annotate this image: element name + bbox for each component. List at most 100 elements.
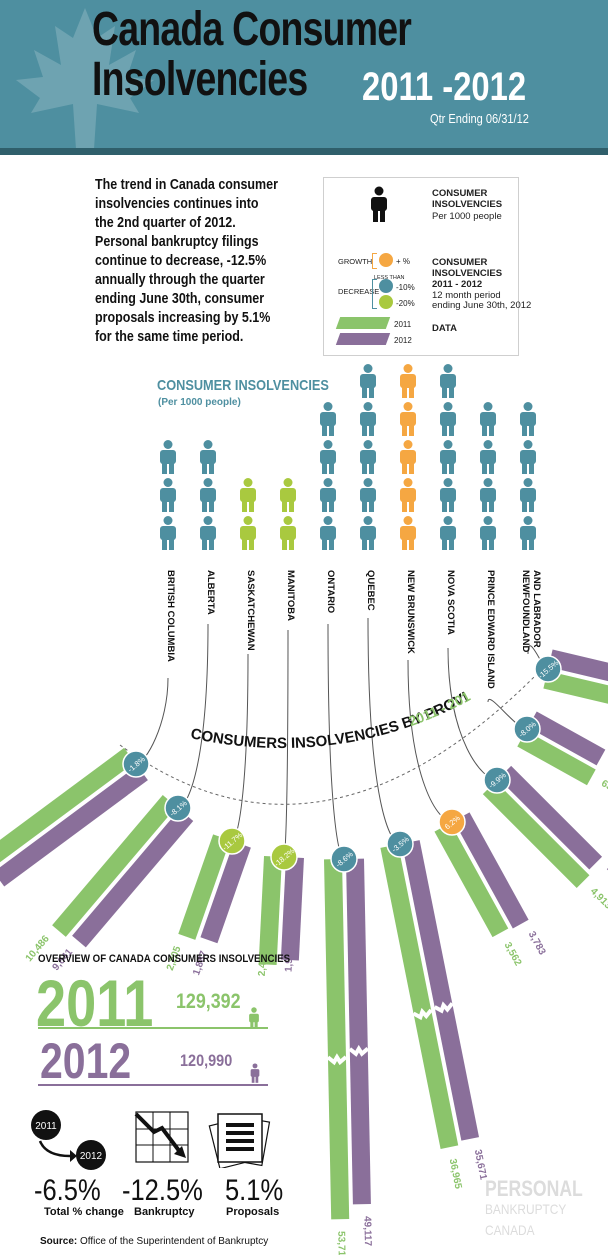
person-icon [160, 478, 176, 512]
person-icon [440, 402, 456, 436]
person-icon [400, 402, 416, 436]
value-label-2012: 1,990 [283, 946, 295, 972]
change-badge [270, 843, 298, 871]
person-icon [520, 440, 536, 474]
stat-total-change: -6.5% [34, 1174, 101, 1207]
legend-2011: 2011 [394, 320, 412, 329]
person-icon [440, 440, 456, 474]
person-icon [480, 402, 496, 436]
change-badge [386, 830, 414, 858]
source-label: Source: [40, 1236, 78, 1247]
bar-2012 [401, 840, 480, 1141]
bar-2011 [543, 670, 608, 704]
legend-period1: 12 month period [432, 290, 501, 301]
value-label-2011: 36,965 [447, 1158, 464, 1191]
svg-text:2011 - 2012: 2011 - 2012 [0, 0, 473, 729]
person-icon [160, 516, 176, 550]
person-icon [360, 516, 376, 550]
person-icon [360, 478, 376, 512]
value-label-2011: 3,562 [502, 941, 524, 969]
legend-per1000: Per 1000 people [432, 211, 502, 222]
bankruptcy-chart-icon [134, 1111, 189, 1163]
change-badge [122, 750, 150, 778]
bar-2011 [324, 859, 350, 1220]
decrease20-dot [379, 295, 393, 309]
province-name: MANITOBA [285, 570, 296, 621]
person-icon [320, 402, 336, 436]
bar-2011 [0, 747, 135, 863]
header-banner: Canada Consumer Insolvencies 2011 -2012 … [0, 0, 608, 155]
person-icon [240, 478, 256, 512]
province-name: NOVA SCOTIA [445, 570, 456, 635]
brand-line3: CANADA [485, 1222, 535, 1238]
legend-consumer: CONSUMER [432, 188, 488, 199]
year-change-icon: 2011 2012 [31, 1110, 106, 1170]
legend-box: CONSUMER INSOLVENCIES Per 1000 people GR… [323, 177, 531, 356]
axis-break [326, 1053, 348, 1066]
person-icon [520, 516, 536, 550]
province-name: SASKATCHEWAN [245, 570, 256, 651]
legend-decrease: DECREASE [338, 287, 380, 296]
person-icon [360, 402, 376, 436]
bar-2011 [517, 730, 596, 786]
province-name: ONTARIO [325, 570, 336, 613]
legend-consumer2: CONSUMER [432, 257, 488, 268]
axis-break [433, 1001, 454, 1014]
person-icon [440, 478, 456, 512]
brand-line1: PERSONAL [485, 1176, 583, 1201]
bar-2012 [280, 857, 304, 961]
legend-growth: GROWTH [338, 257, 373, 266]
province-name: NEW BRUNSWICK [405, 570, 416, 654]
brand-line2: BANKRUPTCY [485, 1201, 567, 1217]
person-icon [360, 364, 376, 398]
person-icon [160, 440, 176, 474]
bar-2011 [434, 822, 509, 938]
bar-2012 [548, 649, 608, 682]
province-name: BRITISH COLUMBIA [165, 570, 176, 662]
decrease10-dot [379, 279, 393, 293]
chart-heading: CONSUMER INSOLVENCIES [157, 377, 329, 394]
bar-2012 [498, 765, 603, 870]
stat-bankruptcy: -12.5% [122, 1174, 203, 1207]
source-line: Source: Office of the Superintendent of … [40, 1236, 268, 1247]
person-icon [440, 364, 456, 398]
person-icon [280, 478, 296, 512]
person-icon-purple [250, 1063, 260, 1083]
chart-subheading: (Per 1000 people) [158, 397, 241, 408]
header-underline [0, 148, 608, 155]
badge-2012: 2012 [80, 1151, 103, 1162]
growth-dot [379, 253, 393, 267]
person-icon [520, 402, 536, 436]
person-icon [400, 516, 416, 550]
divider-2011 [38, 1027, 268, 1029]
person-icon [480, 440, 496, 474]
person-icon [200, 516, 216, 550]
quarter-ending: Qtr Ending 06/31/12 [430, 111, 529, 126]
bar-2012 [0, 765, 148, 887]
legend-insolvencies2: INSOLVENCIES [432, 268, 503, 279]
connector-line [177, 623, 209, 809]
value-label-2012: 4,427 [604, 864, 608, 890]
value-label-2011: 4,913 [588, 886, 608, 912]
value-label-2012: 49,117 [361, 1216, 373, 1247]
bar-2012 [345, 858, 371, 1205]
bar-2012 [72, 809, 194, 948]
legend-period2: ending June 30th, 2012 [432, 300, 532, 311]
stat-proposals-label: Proposals [226, 1206, 280, 1218]
province-name: NEWFOUNDLAND [520, 570, 531, 652]
page-title-line2: Insolvencies [92, 53, 308, 106]
change-badge [164, 794, 192, 822]
person-icon [240, 516, 256, 550]
legend-minus10: -10% [396, 283, 415, 292]
province-name: PRINCE EDWARD ISLAND [485, 570, 496, 689]
value-label-2011: 2,434 [257, 951, 269, 977]
province-name: QUEBEC [365, 570, 376, 611]
change-badge [330, 845, 358, 873]
bar-2011 [52, 795, 177, 937]
bar-2011 [380, 844, 459, 1149]
legend-insolvencies: INSOLVENCIES [432, 199, 503, 210]
person-icon [320, 478, 336, 512]
connector-line [135, 677, 169, 765]
legend-range: 2011 - 2012 [432, 279, 483, 290]
bar-2012 [200, 841, 251, 944]
